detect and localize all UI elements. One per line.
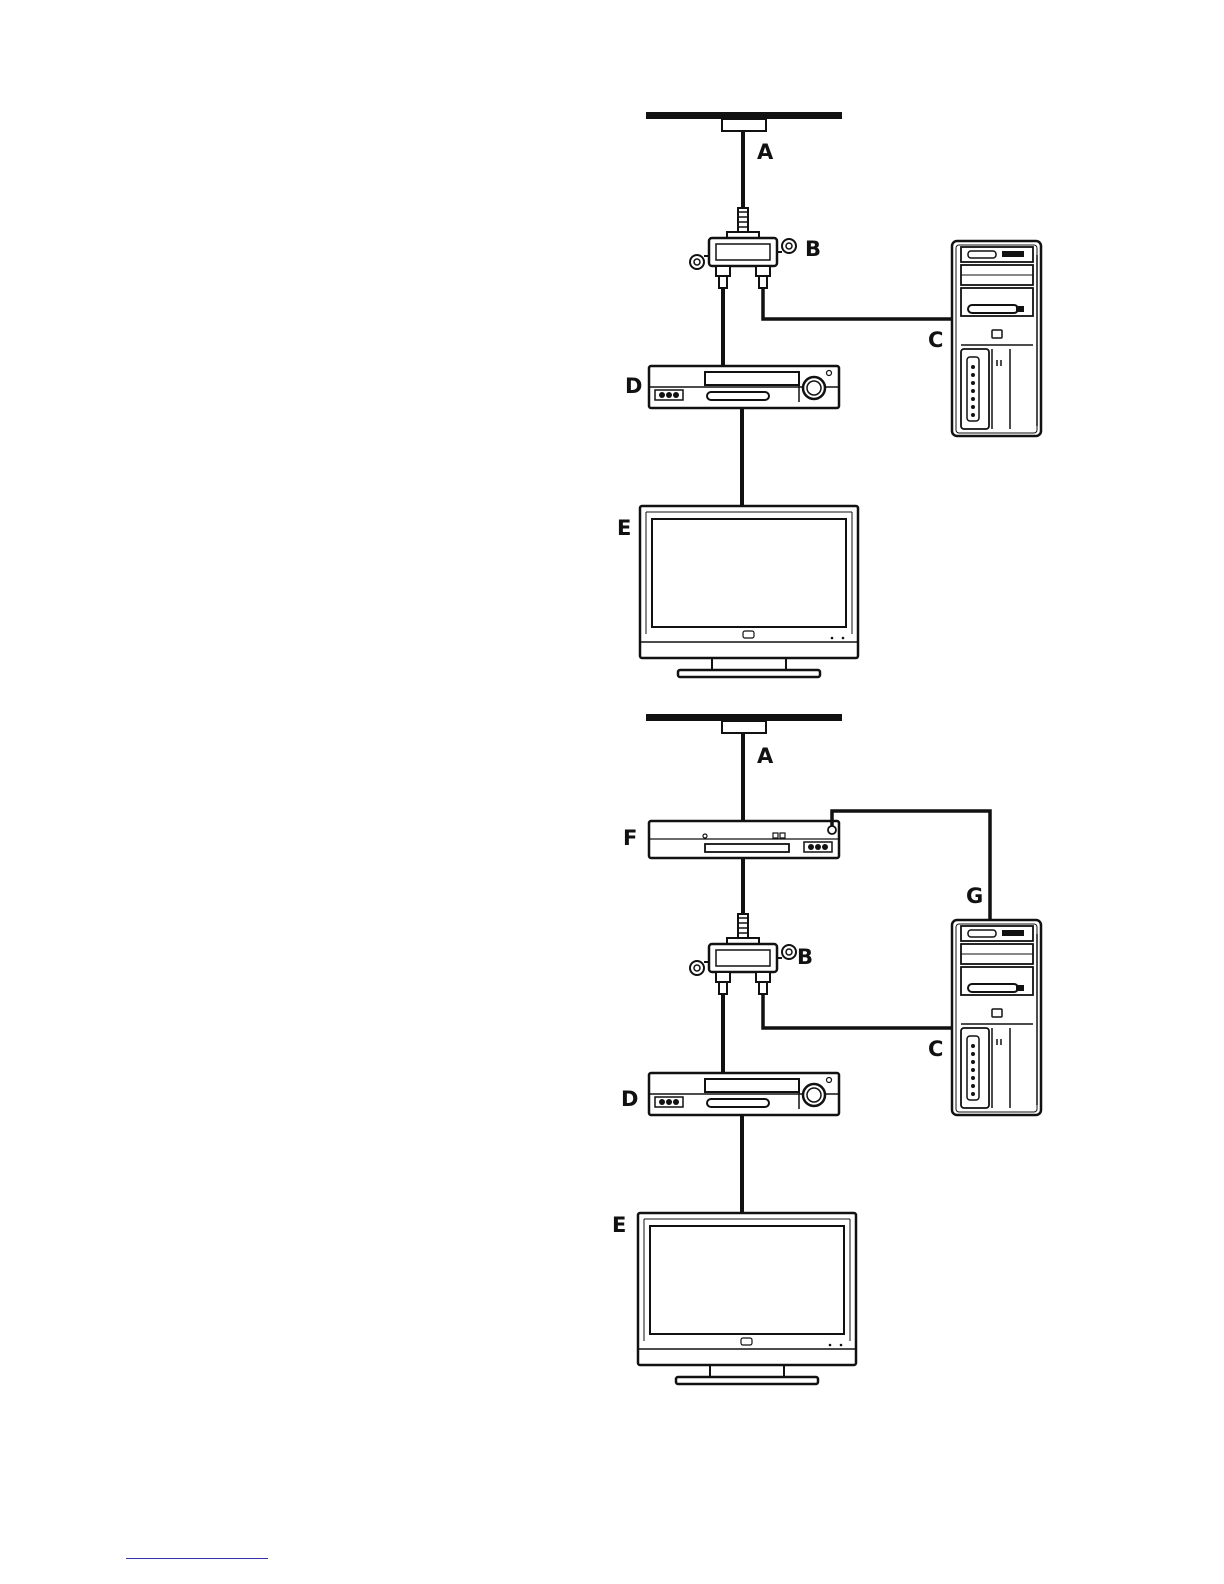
splitter-b-bottom (690, 914, 796, 994)
footnote-rule (126, 1558, 268, 1559)
label-a-bottom: A (757, 744, 774, 768)
pc-c-bottom (952, 920, 1041, 1115)
cable-splitter-pc-bottom (763, 994, 954, 1028)
vcr-d-bottom (649, 1073, 839, 1115)
label-d-bottom: D (621, 1087, 638, 1111)
label-e-top: E (617, 516, 631, 540)
tv-e-bottom (638, 1213, 856, 1384)
wall-bar-bottom (646, 714, 842, 721)
wall-outlet-bottom (722, 721, 766, 733)
label-e-bottom: E (612, 1213, 626, 1237)
label-b-bottom: B (797, 945, 813, 969)
label-c-bottom: C (928, 1037, 943, 1061)
tv-e-top (640, 506, 858, 677)
wall-bar-top (646, 112, 842, 119)
label-d-top: D (625, 374, 642, 398)
diagram-top: A B C D E (617, 112, 1041, 677)
label-b-top: B (805, 237, 821, 261)
label-g-bottom: G (966, 884, 983, 908)
cable-splitter-pc-top (763, 288, 954, 319)
settop-box-f (649, 821, 839, 858)
label-a-top: A (757, 140, 774, 164)
wall-outlet-top (722, 119, 766, 131)
vcr-d-top (649, 366, 839, 408)
pc-c-top (952, 241, 1041, 436)
diagram-bottom: A F G B C D E (612, 714, 1041, 1384)
settop-box-jack (828, 826, 836, 834)
label-c-top: C (928, 328, 943, 352)
label-f-bottom: F (623, 826, 637, 850)
splitter-b-top (690, 208, 796, 288)
